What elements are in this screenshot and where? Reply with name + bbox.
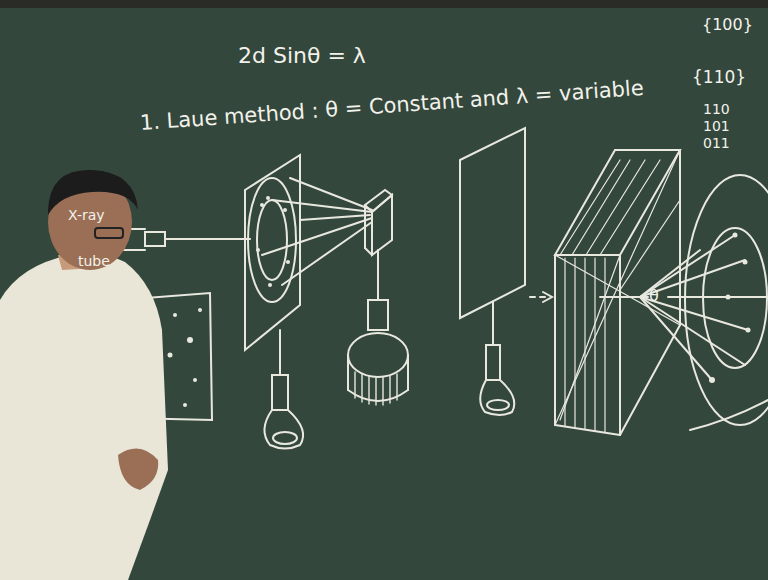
plane-index: 101 (703, 119, 730, 134)
plane-family: {110} (692, 68, 746, 87)
tube-label: X-ray (68, 208, 105, 223)
lecturer-figure (0, 170, 168, 580)
chalk-lines (62, 128, 768, 449)
bragg-equation: 2d Sinθ = λ (238, 44, 366, 68)
tube-label: tube (78, 254, 110, 269)
board-frame (0, 0, 768, 8)
angle-symbol: θ (649, 287, 659, 305)
plane-index: 110 (703, 102, 730, 117)
plane-index: 011 (703, 136, 730, 151)
plane-family: {100} (702, 16, 753, 34)
